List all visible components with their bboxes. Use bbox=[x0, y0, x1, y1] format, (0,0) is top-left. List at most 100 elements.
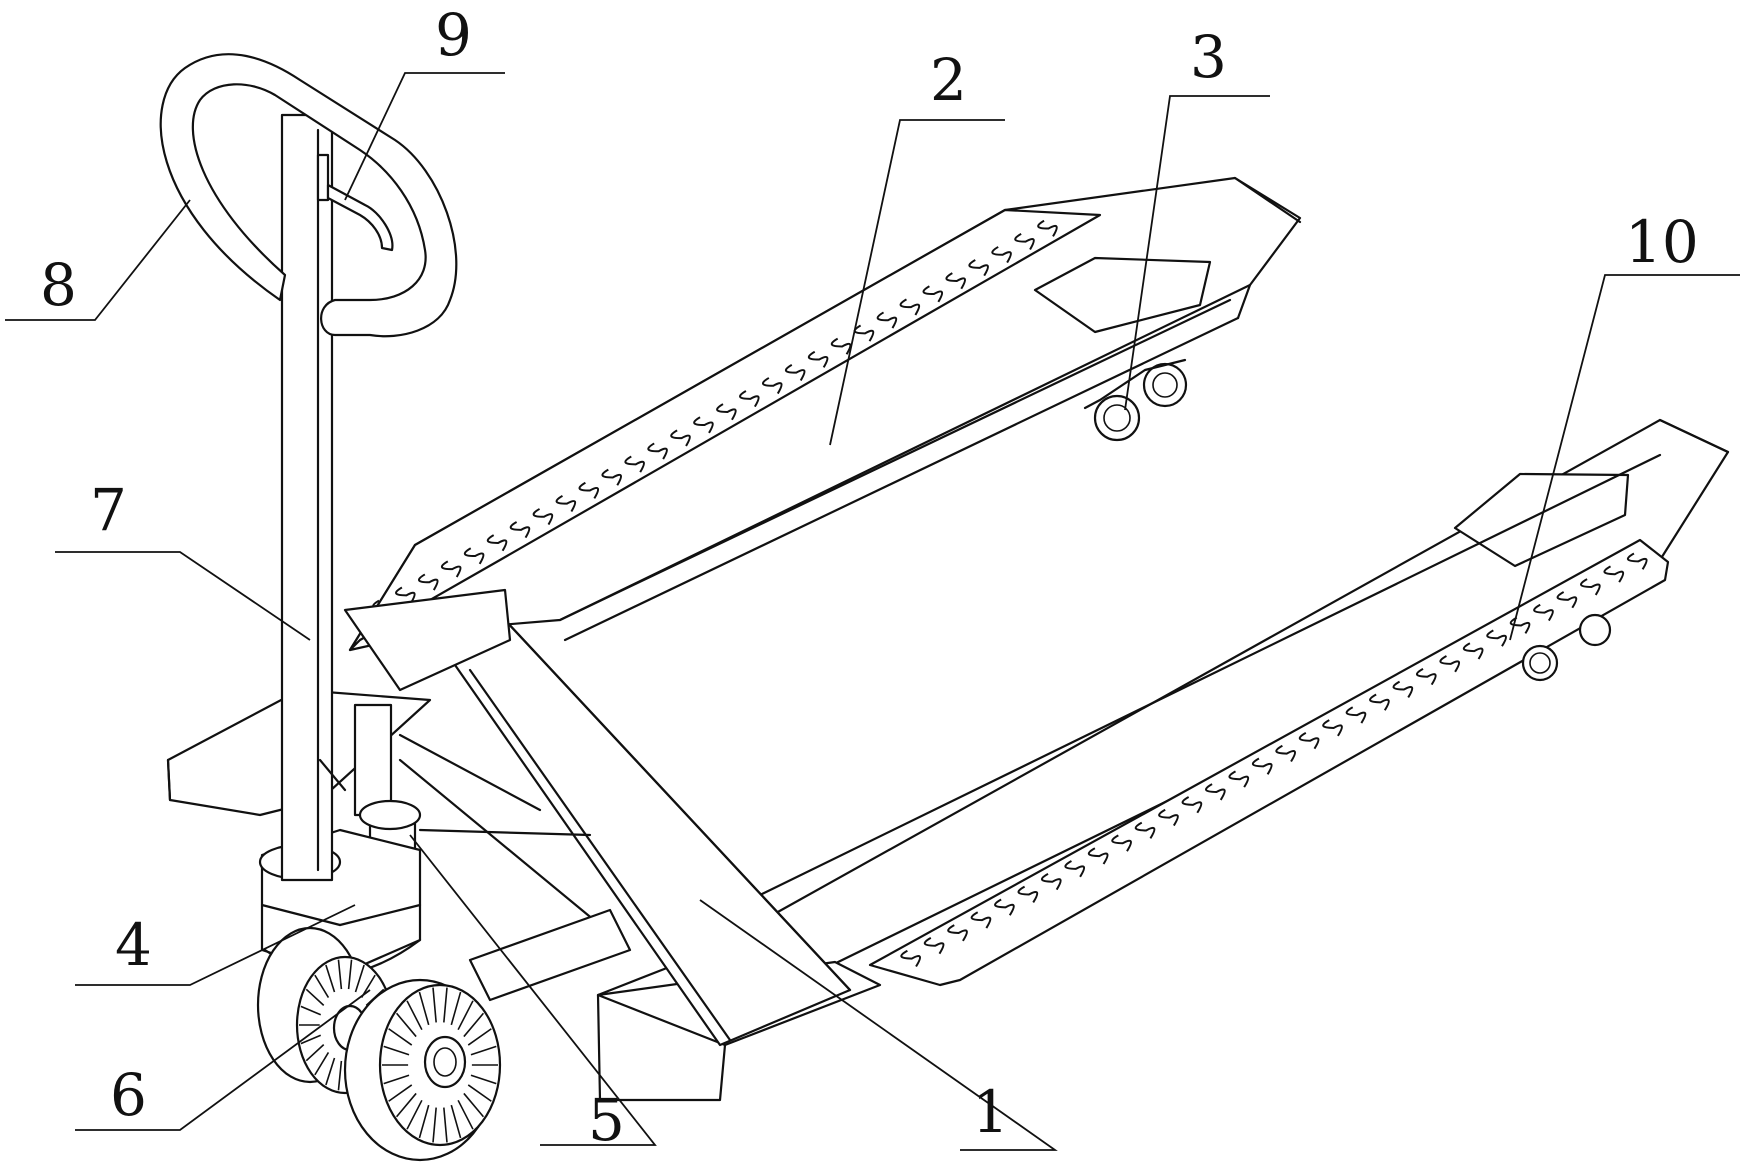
tread-wave bbox=[440, 560, 462, 578]
wheel-spoke bbox=[300, 1005, 322, 1016]
tread-wave bbox=[1603, 565, 1625, 583]
wheel-spoke bbox=[314, 1052, 330, 1076]
wheel-spoke bbox=[470, 1074, 497, 1085]
tread-wave bbox=[1509, 616, 1531, 634]
tread-wave bbox=[1322, 719, 1343, 737]
tread-wave bbox=[1251, 757, 1273, 775]
tread-wave bbox=[555, 494, 577, 512]
tread-wave bbox=[1556, 591, 1578, 609]
tread-wave bbox=[923, 937, 945, 955]
handle-loop bbox=[159, 53, 458, 338]
tread-wave bbox=[1626, 552, 1648, 570]
label-8: 8 bbox=[40, 251, 77, 319]
wheel-spoke bbox=[388, 1084, 413, 1102]
wheel-spoke bbox=[467, 1084, 492, 1102]
tread-wave bbox=[395, 586, 416, 604]
tread-wave bbox=[739, 390, 760, 408]
chassis-frame bbox=[343, 588, 632, 1002]
tread-wave bbox=[1087, 847, 1109, 865]
tread-wave bbox=[1158, 808, 1179, 827]
tread-wave bbox=[716, 403, 737, 421]
wheel-spoke bbox=[383, 1074, 410, 1085]
wheel-spoke bbox=[354, 964, 365, 993]
wheel-spoke bbox=[305, 988, 325, 1006]
tread-wave bbox=[762, 377, 783, 395]
tread-wave bbox=[830, 337, 852, 355]
tread-wave bbox=[1037, 219, 1058, 237]
wheel-spoke bbox=[337, 1060, 343, 1091]
tread-wave bbox=[418, 573, 439, 591]
tread-wave bbox=[991, 246, 1012, 264]
tread-wave bbox=[1275, 744, 1296, 763]
left-fork-tread bbox=[372, 219, 1058, 617]
wheel-spoke bbox=[443, 1107, 448, 1143]
tread-wave bbox=[1369, 693, 1390, 711]
tread-wave bbox=[1014, 232, 1035, 250]
tread-wave bbox=[807, 350, 829, 368]
label-7: 7 bbox=[90, 476, 127, 544]
label-9: 9 bbox=[435, 1, 472, 69]
tread-wave bbox=[1533, 603, 1554, 622]
tread-wave bbox=[945, 272, 966, 290]
label-4: 4 bbox=[115, 911, 152, 979]
wheel-spoke bbox=[347, 959, 353, 990]
release-lever bbox=[316, 153, 394, 252]
left-fork bbox=[348, 176, 1302, 652]
tread-wave bbox=[876, 311, 898, 329]
wheel-spoke bbox=[300, 1034, 322, 1045]
label-2: 2 bbox=[930, 46, 967, 114]
wheel-spoke bbox=[432, 987, 437, 1023]
wheel-spoke bbox=[463, 1092, 485, 1118]
tread-wave bbox=[994, 898, 1015, 916]
tread-wave bbox=[1439, 655, 1461, 673]
wheel-spoke bbox=[450, 1104, 462, 1139]
wheel-spoke bbox=[418, 1104, 430, 1139]
tread-wave bbox=[486, 534, 508, 552]
tread-wave bbox=[1064, 860, 1086, 878]
label-5: 5 bbox=[588, 1086, 625, 1154]
wheel-spoke bbox=[418, 991, 430, 1026]
wheel-spoke bbox=[406, 1000, 423, 1031]
label-3: 3 bbox=[1190, 23, 1227, 91]
wheel-spoke bbox=[325, 964, 336, 993]
inclined-deck bbox=[453, 618, 852, 1047]
label-1: 1 bbox=[972, 1078, 1009, 1146]
steering-wheels bbox=[256, 926, 502, 1162]
tread-wave bbox=[1462, 642, 1484, 660]
wheel-spoke bbox=[388, 1028, 413, 1046]
tread-wave bbox=[1580, 578, 1601, 596]
tread-wave bbox=[1111, 834, 1132, 852]
wheel-spoke bbox=[443, 987, 448, 1023]
leader-lines bbox=[5, 72, 1740, 1151]
tread-wave bbox=[900, 949, 921, 968]
tread-wave bbox=[1134, 821, 1156, 839]
tread-wave bbox=[968, 259, 989, 277]
tread-wave bbox=[1345, 706, 1367, 724]
tread-wave bbox=[922, 285, 944, 303]
tread-wave bbox=[463, 547, 485, 565]
label-10: 10 bbox=[1625, 208, 1699, 276]
right-fork-tread bbox=[900, 552, 1648, 968]
wheel-spoke bbox=[383, 1045, 410, 1056]
tread-wave bbox=[624, 455, 645, 473]
left-fork-rollers bbox=[1083, 358, 1188, 442]
wheel-spoke bbox=[432, 1107, 437, 1143]
tread-wave bbox=[647, 442, 668, 460]
wheel-spoke bbox=[305, 1044, 325, 1062]
wheel-spoke bbox=[325, 1057, 336, 1086]
tread-wave bbox=[601, 468, 622, 486]
wheel-spoke bbox=[450, 991, 462, 1026]
wheel-spoke bbox=[463, 1012, 485, 1038]
tread-wave bbox=[1416, 667, 1437, 686]
wheel-spokes-front bbox=[382, 987, 498, 1143]
tread-wave bbox=[1486, 629, 1507, 647]
part-labels: 1 2 3 4 5 6 7 8 9 10 bbox=[40, 1, 1699, 1154]
tread-wave bbox=[1298, 732, 1320, 750]
right-fork-rollers bbox=[1521, 613, 1612, 682]
wheel-spoke bbox=[337, 959, 343, 990]
tread-wave bbox=[970, 911, 992, 929]
wheel-spoke bbox=[406, 1099, 423, 1130]
wheel-spoke bbox=[470, 1045, 497, 1056]
wheel-spoke bbox=[395, 1012, 417, 1038]
